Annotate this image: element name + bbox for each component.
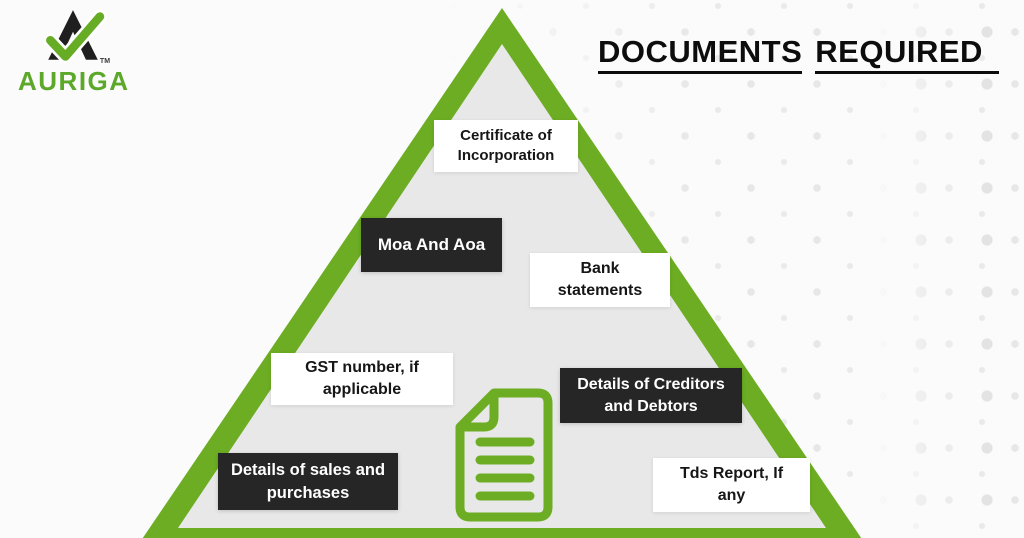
document-icon [455,388,553,522]
brand-name: AURIGA [18,66,130,96]
auriga-logo: TM AURIGA [16,8,156,97]
label-creditors-debtors: Details of Creditors and Debtors [560,368,742,423]
page-title: DOCUMENTS REQUIRED [598,36,999,74]
label-tds-report: Tds Report, If any [653,458,810,512]
label-bank-statements: Bank statements [530,253,670,307]
trademark-symbol: TM [100,58,110,64]
label-certificate-of-incorporation: Certificate of Incorporation [434,120,578,172]
label-gst-number: GST number, if applicable [271,353,453,405]
title-word-required: REQUIRED [815,36,999,74]
auriga-mark-icon: TM [43,9,110,64]
label-moa-and-aoa: Moa And Aoa [361,218,502,272]
title-word-documents: DOCUMENTS [598,36,803,74]
halftone-dots-pattern-large [874,0,1024,538]
label-sales-purchases: Details of sales and purchases [218,453,398,510]
